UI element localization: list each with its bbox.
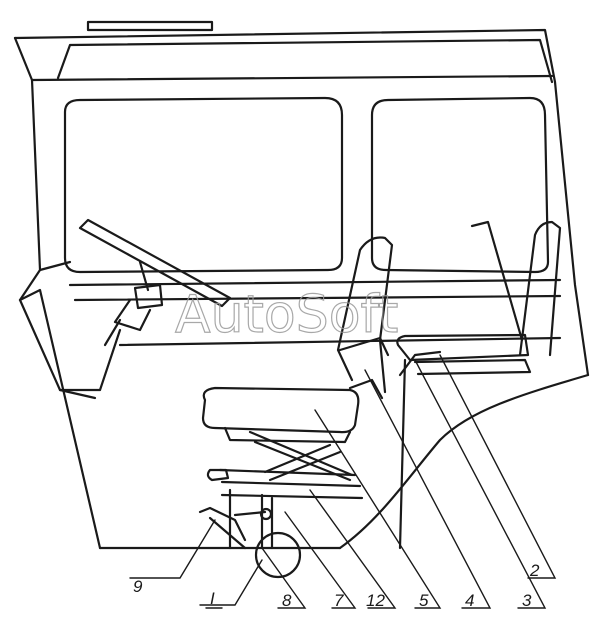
callout-8: 8 — [282, 591, 292, 610]
callout-2: 2 — [529, 561, 540, 580]
callout-I: I — [210, 589, 215, 608]
callout-7: 7 — [334, 591, 344, 610]
adjustment-lever — [198, 506, 273, 550]
driver-seat — [201, 236, 394, 444]
callout-4: 4 — [465, 591, 474, 610]
windows — [63, 96, 562, 302]
detail-I-circle — [254, 531, 302, 579]
seat-suspension — [206, 430, 364, 550]
callout-9: 9 — [133, 577, 143, 596]
callout-12: 12 — [366, 591, 385, 610]
passenger-seat — [396, 220, 562, 376]
callout-3: 3 — [522, 591, 532, 610]
callout-5: 5 — [419, 591, 429, 610]
steering-assembly — [78, 218, 232, 347]
cab-body — [13, 20, 590, 550]
callout-leaders — [129, 354, 557, 609]
watermark: AutoSoft — [175, 285, 398, 345]
callout-labels: 9 I 8 7 12 5 4 3 2 — [133, 561, 540, 610]
